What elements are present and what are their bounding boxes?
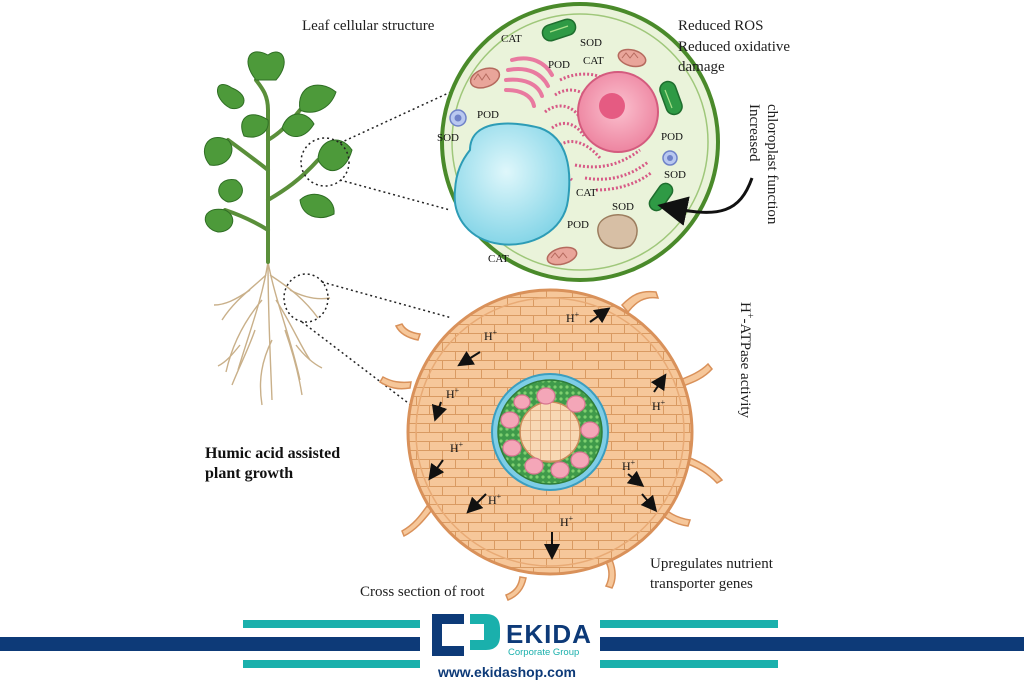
chloroplast-pointer-arrow (657, 177, 754, 226)
starch-granule (597, 214, 638, 250)
mitochondrion-3 (546, 246, 578, 266)
h-ion-4: H+ (450, 440, 464, 455)
label-leaf-cellular-structure: Leaf cellular structure (302, 18, 435, 34)
ekida-logo-icon (432, 614, 500, 656)
h-ion-2: H+ (484, 328, 498, 343)
zoom-indicators (283, 89, 456, 413)
footer-bar-left-teal (243, 620, 420, 628)
root-epidermis-inner (415, 297, 685, 567)
label-transporter-genes: transporter genes (650, 576, 753, 592)
proton-arrows (428, 307, 667, 560)
label-plant-growth: plant growth (205, 465, 293, 482)
brand-url[interactable]: www.ekidashop.com (437, 664, 576, 680)
enzyme-cat-center: CAT (576, 187, 597, 199)
brand-tagline: Corporate Group (508, 647, 579, 658)
vascular-bundles (500, 387, 600, 479)
h-ion-5: H+ (488, 492, 502, 507)
label-atpase-activity: H+-ATPase activity (737, 302, 755, 419)
footer-bar-left-navy (0, 637, 420, 651)
leaf-connector-bottom (339, 179, 451, 211)
enzyme-cat-bottom: CAT (488, 253, 509, 265)
atpase-plus: + (744, 313, 755, 319)
enzyme-pod-top: POD (548, 59, 570, 71)
enzyme-pod-center: POD (567, 219, 589, 231)
enzyme-sod-left: SOD (437, 132, 459, 144)
proton-labels: H+ H+ H+ H+ H+ H+ H+ H+ (446, 310, 666, 529)
plant-illustration (203, 51, 353, 406)
leaf-zoom-circle (300, 137, 350, 187)
atpase-h: H (737, 302, 753, 313)
enzyme-pod-left: POD (477, 109, 499, 121)
label-damage: damage (678, 59, 725, 75)
footer-bar-left-teal-bottom (243, 660, 420, 668)
label-humic-acid: Humic acid assisted (205, 445, 340, 462)
vacuole (453, 122, 571, 246)
mitochondrion-1 (469, 67, 501, 89)
chloroplast-2 (659, 80, 683, 116)
brand-footer: EKIDA Corporate Group www.ekidashop.com (0, 614, 1024, 680)
brand-name: EKIDA (506, 619, 592, 649)
label-increased-chloroplast: Increased chloroplast function (746, 104, 780, 225)
h-ion-1: H+ (566, 310, 580, 325)
chloroplast-1 (541, 18, 577, 42)
footer-bar-right-teal-bottom (600, 660, 778, 668)
nucleolus (599, 93, 625, 119)
enzyme-sod-center: SOD (612, 201, 634, 213)
root-cross-section: H+ H+ H+ H+ H+ H+ H+ H+ (378, 288, 724, 601)
plant-roots (213, 261, 331, 406)
footer-bar-right-teal (600, 620, 778, 628)
label-cross-section: Cross section of root (360, 584, 485, 600)
h-ion-3: H+ (446, 386, 460, 401)
label-upregulates: Upregulates nutrient (650, 556, 774, 572)
plant-stem (223, 78, 320, 264)
svg-text:H+-ATPase activity: H+-ATPase activity (737, 302, 755, 419)
label-reduced-oxidative: Reduced oxidative (678, 39, 790, 55)
root-connector-top (321, 281, 453, 319)
plant-leaves (203, 51, 353, 233)
enzyme-cat-top: CAT (501, 33, 522, 45)
root-zoom-circle (283, 273, 329, 323)
golgi-apparatus (504, 56, 554, 108)
enzyme-sod-top: SOD (580, 37, 602, 49)
atpase-text: -ATPase activity (737, 318, 753, 418)
enzyme-cat-mid: CAT (583, 55, 604, 67)
h-ion-7: H+ (622, 458, 636, 473)
enzyme-pod-right: POD (661, 131, 683, 143)
mitochondria (469, 48, 647, 266)
label-increased: Increased (746, 104, 762, 162)
leaf-cell: CAT SOD POD CAT POD SOD POD SOD CAT SOD … (437, 2, 720, 282)
h-ion-6: H+ (560, 514, 574, 529)
footer-bar-right-navy (600, 637, 1024, 651)
enzyme-sod-right: SOD (664, 169, 686, 181)
cell-membrane (451, 13, 709, 271)
label-chloroplast-function: chloroplast function (764, 104, 780, 225)
label-reduced-ros: Reduced ROS (678, 18, 763, 34)
leaf-connector-top (339, 89, 456, 144)
h-ion-8: H+ (652, 398, 666, 413)
